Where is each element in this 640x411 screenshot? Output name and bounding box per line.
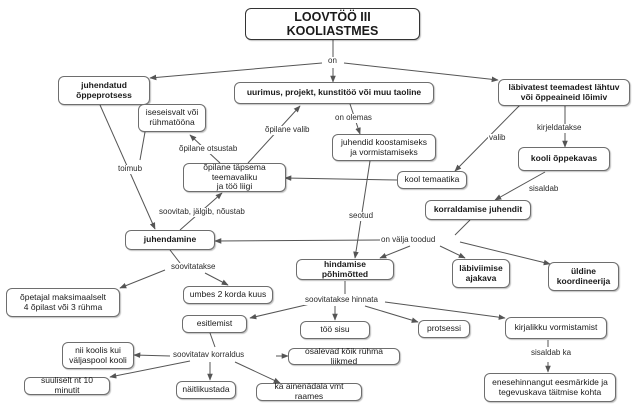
node-juhendatud-oppeprotsess: juhendatud õppeprotsess <box>58 76 150 105</box>
link-on-juhendatud <box>149 62 323 81</box>
node-ka-ainenadala: ka ainenädala vmt raames <box>256 381 362 401</box>
link-korraldamise-valja <box>454 219 471 236</box>
link-oppekavas-korraldamise <box>494 171 546 201</box>
node-labivatest-teemadest: läbivatest teemadest lähtuv või õppeaine… <box>498 79 630 106</box>
node-nii-koolis: nii koolis kui väljaspool kooli <box>62 342 134 369</box>
label-on-olemas: on olemas <box>334 113 373 123</box>
node-naitlikustada: näitlikustada <box>176 381 236 399</box>
title-node: LOOVTÖÖ III KOOLIASTMES <box>245 8 420 40</box>
node-hindamise-pohimotted: hindamise põhimõtted <box>296 259 394 280</box>
label-sisaldab-ka: sisaldab ka <box>530 348 573 358</box>
node-juhendid-koostamiseks: juhendid koostamiseks ja vormistamiseks <box>332 134 436 161</box>
link-soovitatakse-umbes <box>204 272 229 286</box>
node-enesehinnangut: enesehinnangut eesmärkide ja tegevuskava… <box>484 373 616 402</box>
node-protsessi: protsessi <box>418 320 470 338</box>
link-valja-labiviimise <box>439 245 466 259</box>
node-labiviimise-ajakava: läbiviimise ajakava <box>452 259 510 288</box>
link-valja-hindamise <box>379 245 411 259</box>
label-soovitatav-korraldus: soovitatav korraldus <box>172 350 246 360</box>
label-soovitab: soovitab, jälgib, nõustab <box>158 207 246 217</box>
node-iseseisvalt: iseseisvalt või rühmatööna <box>138 104 206 132</box>
link-labivatest-kooli-teema <box>454 104 521 172</box>
node-osalevad-koik: osalevad kõik rühma liikmed <box>288 346 400 365</box>
label-opilane-valib: õpilane valib <box>264 125 311 135</box>
label-soovitatakse: soovitatakse <box>170 262 217 272</box>
link-korraldus-ainenadala <box>234 361 281 384</box>
label-on: on <box>327 56 338 66</box>
link-valja-uldine <box>459 241 551 266</box>
node-opilane-tapsema: õpilane täpsema teemavaliku ja töö liigi <box>183 162 286 192</box>
node-esitlemist: esitlemist <box>182 315 247 333</box>
label-opilane-otsustab: õpilane otsustab <box>178 144 239 154</box>
node-uurimus-projekt: uurimus, projekt, kunstitöö või muu taol… <box>234 82 434 104</box>
node-kool-temaatika: kool temaatika <box>397 171 467 189</box>
label-kirjeldatakse: kirjeldatakse <box>536 123 583 133</box>
link-korraldus-suuliselt <box>109 360 191 379</box>
link-esitlemist-korraldus <box>209 332 216 348</box>
link-toimub-iseseisvalt <box>139 131 146 161</box>
link-juhendid-hindamise <box>353 160 371 259</box>
node-korraldamise-juhendit: korraldamise juhendit <box>425 200 531 220</box>
label-valib: valib <box>488 133 507 143</box>
link-hinnata-protsessi <box>364 305 419 323</box>
link-korraldus-nii-koolis <box>133 352 171 358</box>
node-too-sisu: töö sisu <box>300 321 370 339</box>
node-suuliselt: suuliselt nt 10 minutit <box>24 375 110 395</box>
link-on-labivatest <box>343 62 499 83</box>
node-umbes-2-korda: umbes 2 korda kuus <box>183 286 273 304</box>
label-toimub: toimub <box>117 164 144 174</box>
node-opetajal-maksimaalselt: õpetajal maksimaalselt 4 õpilast või 3 r… <box>6 288 120 317</box>
link-soovitatakse-opetajal <box>119 269 166 289</box>
label-seotud: seotud <box>348 211 375 221</box>
node-juhendamine: juhendamine <box>125 230 215 250</box>
link-juhendamine-soovitatakse <box>169 249 181 264</box>
node-kooli-oppekavas: kooli õppekavas <box>518 147 610 171</box>
label-sisaldab: sisaldab <box>528 184 560 194</box>
link-kooli-teema-tapsema <box>284 175 398 181</box>
link-hinnata-esitlemist <box>249 303 311 320</box>
link-hinnata-kirjalikku <box>384 301 506 320</box>
label-on-valja-toodud: on välja toodud <box>380 235 437 245</box>
link-valja-juhendamine <box>214 238 381 244</box>
node-kirjalikku-vormistamist: kirjalikku vormistamist <box>505 317 607 339</box>
node-uldine-koordineerija: üldine koordineerija <box>548 262 619 291</box>
label-soovitatakse-hinnata: soovitatakse hinnata <box>304 295 379 305</box>
